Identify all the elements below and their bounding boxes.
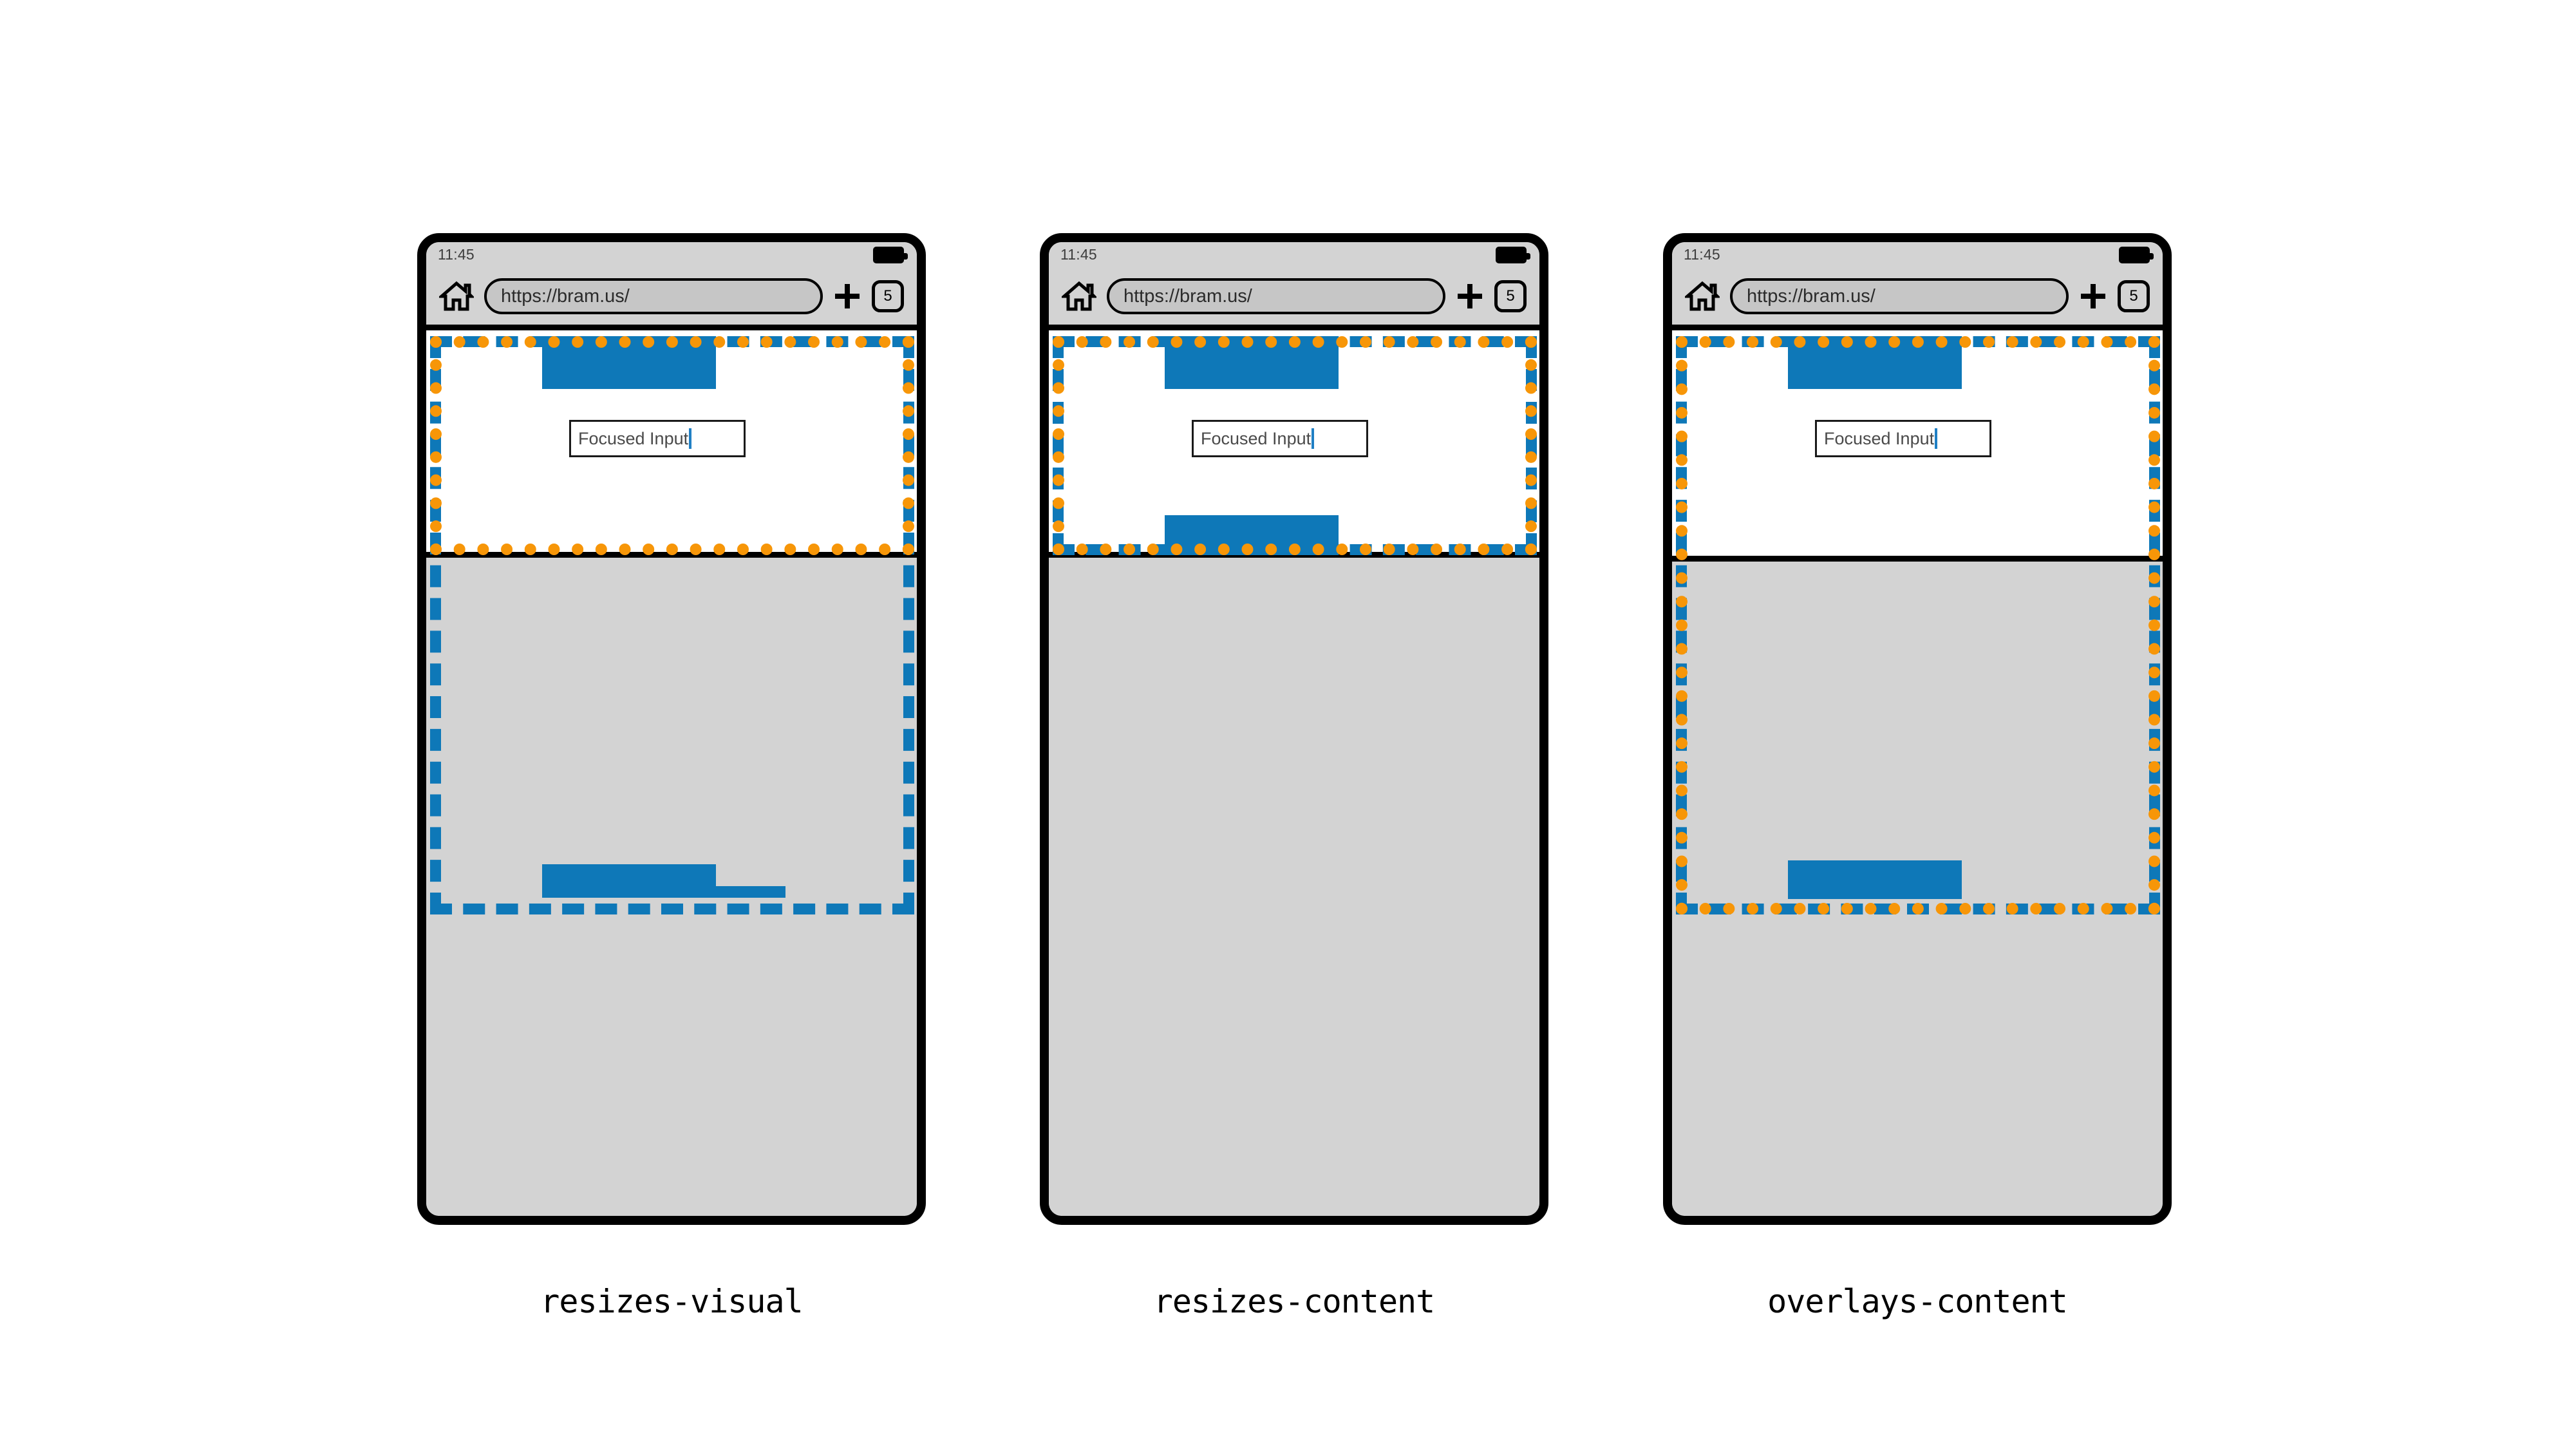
battery-full-icon <box>1496 247 1530 263</box>
browser-toolbar: https://bram.us/ 5 <box>1672 268 2163 325</box>
phone-screen: 11:45 https://bram.us/ <box>1049 242 1539 1216</box>
text-caret <box>1935 428 1938 449</box>
phone-screen: 11:45 https://bram.us/ <box>1672 242 2163 1216</box>
status-bar: 11:45 <box>1672 242 2163 268</box>
tab-count-button[interactable]: 5 <box>872 280 904 312</box>
layout-viewport-footer-block <box>1788 860 1962 899</box>
status-clock: 11:45 <box>1684 246 1720 263</box>
url-text: https://bram.us/ <box>1747 285 1876 307</box>
layout-viewport-footer-block-2 <box>716 886 785 898</box>
focused-input-value: Focused Input <box>1824 428 1935 448</box>
text-caret <box>1312 428 1315 449</box>
tab-count-label: 5 <box>1506 287 1515 305</box>
keyboard-top-line <box>1672 556 2163 562</box>
home-icon[interactable] <box>1683 279 1722 314</box>
focused-input[interactable]: Focused Input <box>1192 420 1368 457</box>
plus-icon[interactable] <box>833 282 861 310</box>
phone-mockup-resizes-visual: 11:45 https://bram.us/ <box>417 233 926 1225</box>
caption-overlays-content: overlays-content <box>1767 1283 2068 1320</box>
tab-count-label: 5 <box>2129 287 2138 305</box>
tab-count-button[interactable]: 5 <box>1494 280 1527 312</box>
phone-screen: 11:45 https://bram.us/ <box>426 242 917 1216</box>
tab-count-label: 5 <box>883 287 892 305</box>
plus-icon[interactable] <box>2079 282 2107 310</box>
focused-input[interactable]: Focused Input <box>569 420 746 457</box>
status-clock: 11:45 <box>1060 246 1097 263</box>
tab-count-button[interactable]: 5 <box>2118 280 2150 312</box>
home-icon[interactable] <box>1060 279 1098 314</box>
caption-resizes-visual: resizes-visual <box>540 1283 803 1320</box>
layout-viewport-header-block <box>1788 336 1962 389</box>
status-clock: 11:45 <box>438 246 475 263</box>
phone-mockup-overlays-content: 11:45 https://bram.us/ <box>1663 233 2172 1225</box>
visual-viewport-bottom-line <box>426 552 917 558</box>
layout-viewport-footer-block <box>1165 515 1339 555</box>
plus-icon[interactable] <box>1456 282 1484 310</box>
url-text: https://bram.us/ <box>1123 285 1252 307</box>
battery-full-icon <box>2119 247 2154 263</box>
status-bar: 11:45 <box>426 242 917 268</box>
status-bar: 11:45 <box>1049 242 1539 268</box>
browser-chrome: 11:45 https://bram.us/ <box>426 242 917 330</box>
virtual-keyboard-area <box>1049 558 1539 1216</box>
home-icon[interactable] <box>437 279 476 314</box>
phone-mockup-resizes-content: 11:45 https://bram.us/ <box>1040 233 1548 1225</box>
focused-input-value: Focused Input <box>1201 428 1312 448</box>
browser-toolbar: https://bram.us/ 5 <box>426 268 917 325</box>
url-bar[interactable]: https://bram.us/ <box>1107 278 1445 314</box>
text-caret <box>689 428 692 449</box>
browser-chrome: 11:45 https://bram.us/ <box>1672 242 2163 330</box>
url-text: https://bram.us/ <box>501 285 630 307</box>
caption-resizes-content: resizes-content <box>1153 1283 1436 1320</box>
focused-input-value: Focused Input <box>578 428 689 448</box>
layout-viewport-footer-block <box>542 864 716 898</box>
focused-input[interactable]: Focused Input <box>1815 420 1991 457</box>
browser-chrome: 11:45 https://bram.us/ <box>1049 242 1539 330</box>
url-bar[interactable]: https://bram.us/ <box>484 278 823 314</box>
layout-viewport-header-block <box>542 336 716 389</box>
battery-full-icon <box>873 247 908 263</box>
url-bar[interactable]: https://bram.us/ <box>1730 278 2069 314</box>
browser-toolbar: https://bram.us/ 5 <box>1049 268 1539 325</box>
layout-viewport-header-block <box>1165 336 1339 389</box>
